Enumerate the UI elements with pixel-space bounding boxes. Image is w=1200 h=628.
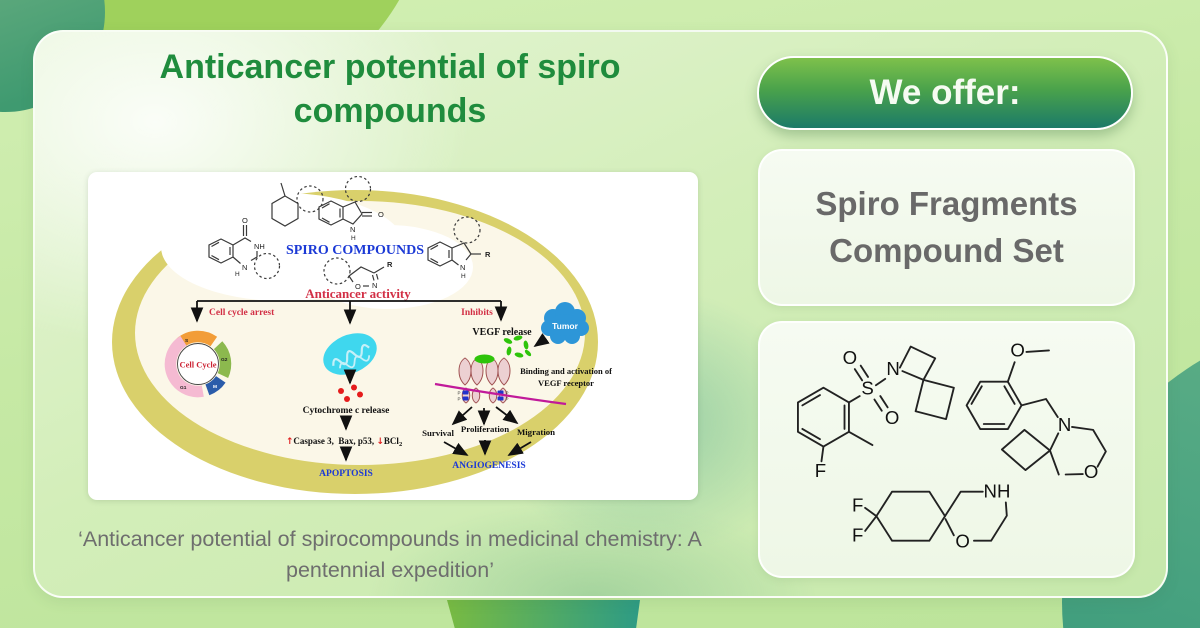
vegf-release-label: VEGF release [472, 327, 532, 338]
atom-o: O [378, 210, 384, 219]
atom-o: O [843, 347, 858, 368]
r-group-label: R [485, 250, 491, 259]
inhibits-label: Inhibits [461, 308, 493, 318]
spiroquinazolinone-structure: O NH N H [208, 216, 281, 280]
product-name: Spiro Fragments Compound Set [815, 185, 1078, 269]
p-label: P [457, 397, 460, 402]
bcl-text: BCl [384, 436, 400, 446]
atom-f: F [852, 525, 863, 546]
cell-cycle-arrest-label: Cell cycle arrest [209, 308, 275, 318]
tumor-cloud-icon [541, 302, 589, 344]
r-group-label: R [387, 260, 393, 269]
page-title: Anticancer potential of spiro compounds [159, 48, 621, 130]
proliferation-label: Proliferation [461, 424, 509, 434]
atom-h: H [461, 273, 466, 280]
atom-n: N [372, 281, 377, 290]
figure-panel: O N H O NH N H [88, 172, 698, 500]
atom-s: S [861, 378, 873, 399]
cytochrome-label: Cytochrome c release [303, 406, 390, 416]
membrane-line [434, 382, 567, 406]
atom-f: F [815, 460, 826, 481]
spirooxindole-structure: O N H [318, 175, 384, 242]
cell-cycle-label: Cell Cycle [179, 360, 216, 370]
up-arrow-glyph: ↑ [286, 437, 294, 447]
atom-h: H [351, 235, 356, 242]
atom-nh: NH [254, 242, 265, 251]
atom-f: F [852, 494, 863, 515]
atom-h: H [235, 271, 240, 278]
binding-label-line1: Binding and activation of [520, 366, 612, 376]
atom-o: O [242, 216, 248, 225]
fragment-structures-svg: S O O N F O [797, 339, 1107, 552]
p-label: P [457, 391, 460, 396]
spiro-compounds-label: SPIRO COMPOUNDS [286, 243, 424, 258]
atom-n: N [350, 225, 355, 234]
product-card: Spiro Fragments Compound Set [758, 149, 1135, 306]
structure-difluoro-oxa-azaspiro: F F NH O [852, 481, 1010, 552]
phase-s: S [185, 338, 189, 344]
bcl-subscript: 2 [399, 441, 402, 448]
migration-label: Migration [517, 427, 555, 437]
spiroindoline-structure: N H R [427, 216, 491, 280]
angiogenesis-arrows [443, 406, 532, 456]
angiogenesis-label: ANGIOGENESIS [452, 461, 525, 471]
spiroisoxazoline-structure: O N R [323, 257, 393, 291]
we-offer-pill[interactable]: We offer: [757, 56, 1133, 130]
atom-n: N [1058, 414, 1071, 435]
atom-o: O [955, 531, 970, 552]
atom-nh: NH [984, 481, 1011, 502]
phosphorylation-marks: P P P P [457, 390, 509, 402]
apoptosis-arrows [339, 369, 357, 462]
p-label: P [506, 391, 509, 396]
phase-m: M [213, 384, 217, 390]
atom-n: N [242, 263, 247, 272]
spiro-cyclohexane-structure [271, 182, 324, 227]
mitochondria-icon [323, 333, 377, 375]
branch-arrows [190, 300, 508, 325]
vegf-ligand-dots [503, 335, 532, 358]
structure-methoxybenzyl-oxa-azaspiro: O N O [965, 339, 1107, 482]
binding-label-line2: VEGF receptor [538, 378, 594, 388]
we-offer-label: We offer: [869, 73, 1021, 112]
apoptosis-label: APOPTOSIS [319, 469, 373, 479]
atom-o: O [355, 282, 361, 291]
caspase-label: ↑Caspase 3, Bax, p53, ↓BCl2 [286, 436, 402, 448]
caspase-text: Caspase 3, Bax, p53, [293, 436, 376, 446]
p-label: P [506, 397, 509, 402]
atom-o: O [1010, 339, 1025, 360]
atom-n: N [886, 358, 899, 379]
survival-label: Survival [422, 428, 454, 438]
structure-sulfonyl-azaspiroheptane: S O O N F [797, 345, 955, 481]
atom-n: N [460, 263, 465, 272]
structures-card: S O O N F O [758, 321, 1135, 578]
anticancer-activity-label: Anticancer activity [305, 286, 411, 301]
mechanism-figure-svg: O N H O NH N H [112, 175, 612, 494]
atom-o: O [1084, 461, 1099, 482]
down-arrow-glyph: ↓ [376, 437, 384, 447]
cell-cycle-diagram: S G2 M G1 Cell Cycle [164, 330, 232, 398]
atom-o: O [885, 407, 900, 428]
phase-g1: G1 [180, 385, 187, 391]
phase-g2: G2 [221, 357, 228, 363]
tumor-arrow [533, 333, 550, 348]
bg-trapezoid-bottom [447, 600, 640, 628]
cytochrome-dots [338, 384, 363, 402]
spiro-structure-sketches: O N H O NH N H [208, 175, 491, 291]
figure-caption: ‘Anticancer potential of spirocompounds … [78, 527, 702, 583]
tumor-label: Tumor [552, 321, 579, 331]
